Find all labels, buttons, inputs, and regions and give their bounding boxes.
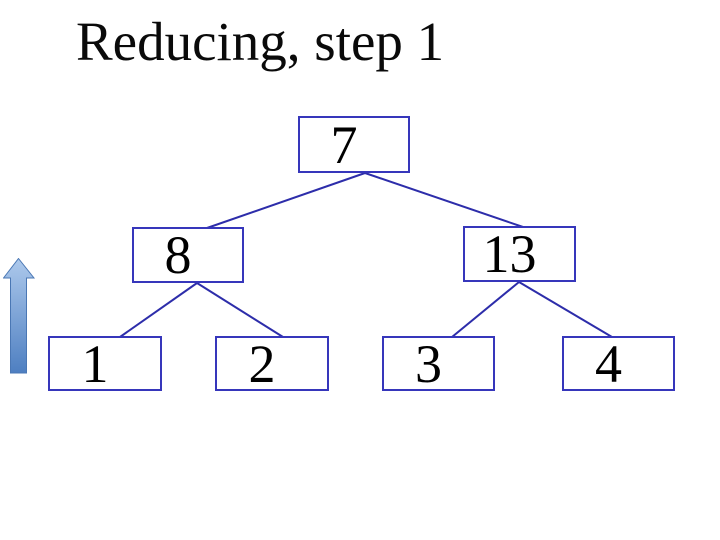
tree-edge-8-2 <box>196 282 284 338</box>
slide-title: Reducing, step 1 <box>76 11 445 72</box>
node-label: 7 <box>330 114 358 175</box>
tree-edge-13-4 <box>518 281 613 338</box>
tree-node-2: 2 <box>215 336 329 391</box>
node-label: 2 <box>248 333 276 394</box>
tree-node-3: 3 <box>382 336 495 391</box>
tree-node-7: 7 <box>298 116 410 173</box>
tree-node-4: 4 <box>562 336 675 391</box>
node-label: 1 <box>81 333 109 394</box>
node-label: 13 <box>482 224 537 284</box>
up-arrow-icon <box>3 258 36 374</box>
tree-edge-7-8 <box>206 172 366 229</box>
tree-edge-13-3 <box>451 281 520 338</box>
tree-node-1: 1 <box>48 336 162 391</box>
tree-node-13: 13 <box>463 226 576 282</box>
node-label: 8 <box>164 225 192 285</box>
tree-node-8: 8 <box>132 227 244 283</box>
node-label: 3 <box>415 333 442 394</box>
tree-edge-7-13 <box>364 172 524 228</box>
node-label: 4 <box>595 333 622 394</box>
tree-edge-8-1 <box>119 282 198 338</box>
